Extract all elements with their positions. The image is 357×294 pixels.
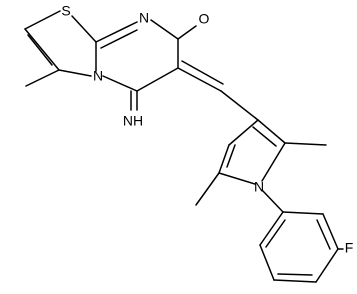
bond-aryl-5-6 — [259, 244, 275, 281]
bond-c3-c2 — [24, 28, 60, 71]
bond-c3-methyl — [25, 69, 60, 87]
bond-aryl-4-5 — [273, 279, 317, 283]
fluorine-label: F — [345, 240, 354, 256]
bond-pyrrole-c2-methyl — [284, 142, 327, 146]
nitrogen-top-label: N — [139, 10, 149, 26]
bond-c2-s — [24, 10, 61, 30]
bond-aryl-1-2 — [282, 211, 324, 215]
bond-pyrrole-n-c5 — [218, 172, 256, 185]
bond-pyrrole-c3-c2-double — [252, 126, 277, 147]
bond-c7-o — [177, 25, 197, 40]
bond-c3-c2-double — [27, 34, 53, 66]
bond-c7a-n8-double — [100, 29, 138, 49]
bond-pyrrole-c2-n — [261, 142, 286, 182]
bond-pyrrole-c5-c4 — [218, 144, 230, 174]
bond-c5-n4 — [102, 75, 138, 92]
bond-pyrrole-c5-c4-double — [226, 144, 236, 168]
bond-c6-c5 — [136, 67, 179, 92]
oxygen-label: O — [199, 11, 210, 27]
bond-n8-c7 — [150, 19, 179, 40]
bond-n4-c3 — [58, 69, 92, 77]
bond-aryl-6-1-double — [265, 219, 286, 248]
bond-pyrrole-c3-c2 — [257, 119, 286, 144]
bond-c6-ch-double — [181, 60, 224, 85]
bond-aryl-6-1 — [259, 211, 284, 246]
bond-aryl-2-3-double — [316, 219, 331, 250]
imine-label: NH — [123, 113, 143, 129]
bond-lines — [24, 10, 344, 283]
bond-aryl-2-3 — [322, 213, 339, 250]
bond-aryl-4-5-double — [277, 273, 313, 276]
bond-pyrrole-c5-methyl — [195, 172, 220, 206]
bond-ch-pyrrole — [220, 90, 259, 121]
sulfur-label: S — [61, 3, 70, 19]
bond-s-c7a — [71, 15, 97, 43]
bond-aryl-3-4 — [315, 248, 339, 283]
nitrogen-fused-label: N — [93, 68, 103, 84]
pyrrole-nitrogen-label: N — [254, 179, 264, 195]
bond-pyrrole-c4-c3 — [228, 119, 259, 146]
bond-c7a-n8 — [95, 21, 138, 43]
bond-pyrrole-n-aryl — [261, 189, 284, 213]
atom-labels: S N N O NH N F — [61, 3, 353, 256]
bond-c6-ch — [177, 67, 222, 92]
